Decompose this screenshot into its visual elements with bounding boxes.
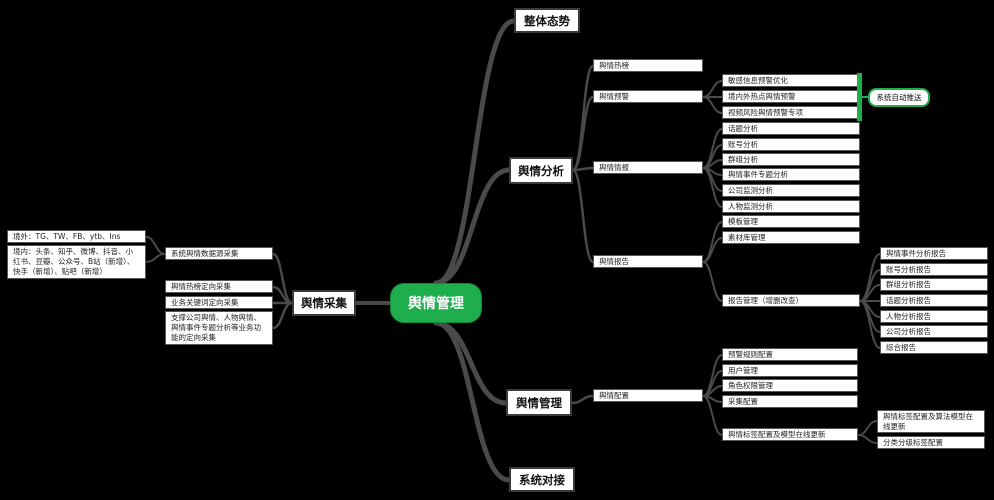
node-support-collect[interactable]: 支撑公司舆情、人物舆情、舆情事件专题分析等业务功能的定向采集	[165, 311, 273, 345]
node-intel[interactable]: 舆情情报	[593, 161, 703, 174]
node-warning-item[interactable]: 境内外热点舆情预警	[722, 90, 860, 103]
node-sources-domestic[interactable]: 境内：头条、知乎、微博、抖音、小红书、豆瓣、公众号、B站（新增）、快手（新增）、…	[7, 245, 146, 279]
connector-line	[702, 385, 723, 397]
connector-line	[145, 236, 166, 255]
root-node[interactable]: 舆情管理	[390, 283, 482, 323]
connector-line	[433, 18, 517, 286]
connector-line	[571, 168, 595, 264]
node-intel-item[interactable]: 群组分析	[722, 153, 860, 166]
connector-line	[571, 64, 595, 172]
node-warning[interactable]: 舆情预警	[593, 90, 703, 103]
node-hot-list[interactable]: 舆情热榜	[593, 59, 703, 72]
node-config[interactable]: 舆情配置	[593, 389, 703, 402]
connector-line	[702, 96, 723, 114]
branch-management[interactable]: 舆情管理	[506, 389, 572, 416]
connector-line	[857, 420, 878, 436]
node-warning-item[interactable]: 敏感信息预警优化	[722, 74, 860, 87]
node-tag-config[interactable]: 舆情标签配置及模型在线更新	[722, 428, 858, 441]
green-bracket	[857, 73, 862, 121]
node-intel-item[interactable]: 舆情事件专题分析	[722, 168, 860, 181]
node-intel-item[interactable]: 话题分析	[722, 122, 860, 135]
node-report-item[interactable]: 素材库管理	[722, 231, 860, 244]
node-report-type[interactable]: 话题分析报告	[880, 294, 988, 307]
node-sources-foreign[interactable]: 境外：TG、TW、FB、ytb、Ins	[7, 230, 146, 243]
node-report-type[interactable]: 公司分析报告	[880, 325, 988, 338]
node-config-item[interactable]: 预警规则配置	[722, 348, 858, 361]
connector-line	[433, 320, 512, 483]
connector-line	[702, 80, 723, 98]
node-hot-collect[interactable]: 舆情热榜定向采集	[165, 280, 273, 293]
connector-line	[702, 395, 723, 436]
connector-line	[702, 128, 723, 169]
connector-line	[857, 434, 878, 444]
node-intel-item[interactable]: 人物监测分析	[722, 200, 860, 213]
node-report[interactable]: 舆情报告	[593, 255, 703, 268]
connector-line	[433, 167, 512, 286]
node-report-type[interactable]: 综合报告	[880, 341, 988, 354]
node-tag-item[interactable]: 分类分级标签配置	[877, 436, 985, 449]
node-warning-item[interactable]: 视频风险舆情预警专项	[722, 106, 860, 119]
node-report-mgmt[interactable]: 报告管理（增删改查）	[722, 294, 860, 307]
connector-line	[571, 95, 595, 172]
node-report-type[interactable]: 账号分析报告	[880, 263, 988, 276]
node-config-item[interactable]: 角色权限管理	[722, 379, 858, 392]
node-intel-item[interactable]: 账号分析	[722, 138, 860, 151]
connector-line	[570, 394, 595, 405]
node-config-item[interactable]: 用户管理	[722, 364, 858, 377]
node-report-type[interactable]: 舆情事件分析报告	[880, 247, 988, 260]
node-report-type[interactable]: 人物分析报告	[880, 310, 988, 323]
branch-collection[interactable]: 舆情采集	[292, 290, 356, 316]
node-report-item[interactable]: 模板管理	[722, 215, 860, 228]
connector-line	[702, 221, 723, 263]
connector-line	[702, 237, 723, 263]
connector-line	[702, 159, 723, 169]
connector-line	[859, 300, 881, 349]
branch-integration[interactable]: 系统对接	[509, 467, 575, 492]
node-keyword-collect[interactable]: 业务关键词定向采集	[165, 296, 273, 309]
node-intel-item[interactable]: 公司监测分析	[722, 184, 860, 197]
branch-analysis[interactable]: 舆情分析	[509, 157, 573, 184]
node-tag-item[interactable]: 舆情标签配置及算法模型在线更新	[877, 410, 985, 433]
connector-line	[271, 301, 294, 330]
node-system-collect[interactable]: 系统舆情数据源采集	[165, 247, 273, 260]
auto-push-callout[interactable]: 系统自动推送	[868, 88, 930, 107]
branch-overview[interactable]: 整体态势	[514, 8, 580, 33]
connector-line	[145, 253, 166, 263]
node-report-type[interactable]: 群组分析报告	[880, 278, 988, 291]
connector-line	[702, 261, 723, 302]
node-config-item[interactable]: 采集配置	[722, 395, 858, 408]
connector-line	[702, 167, 723, 208]
